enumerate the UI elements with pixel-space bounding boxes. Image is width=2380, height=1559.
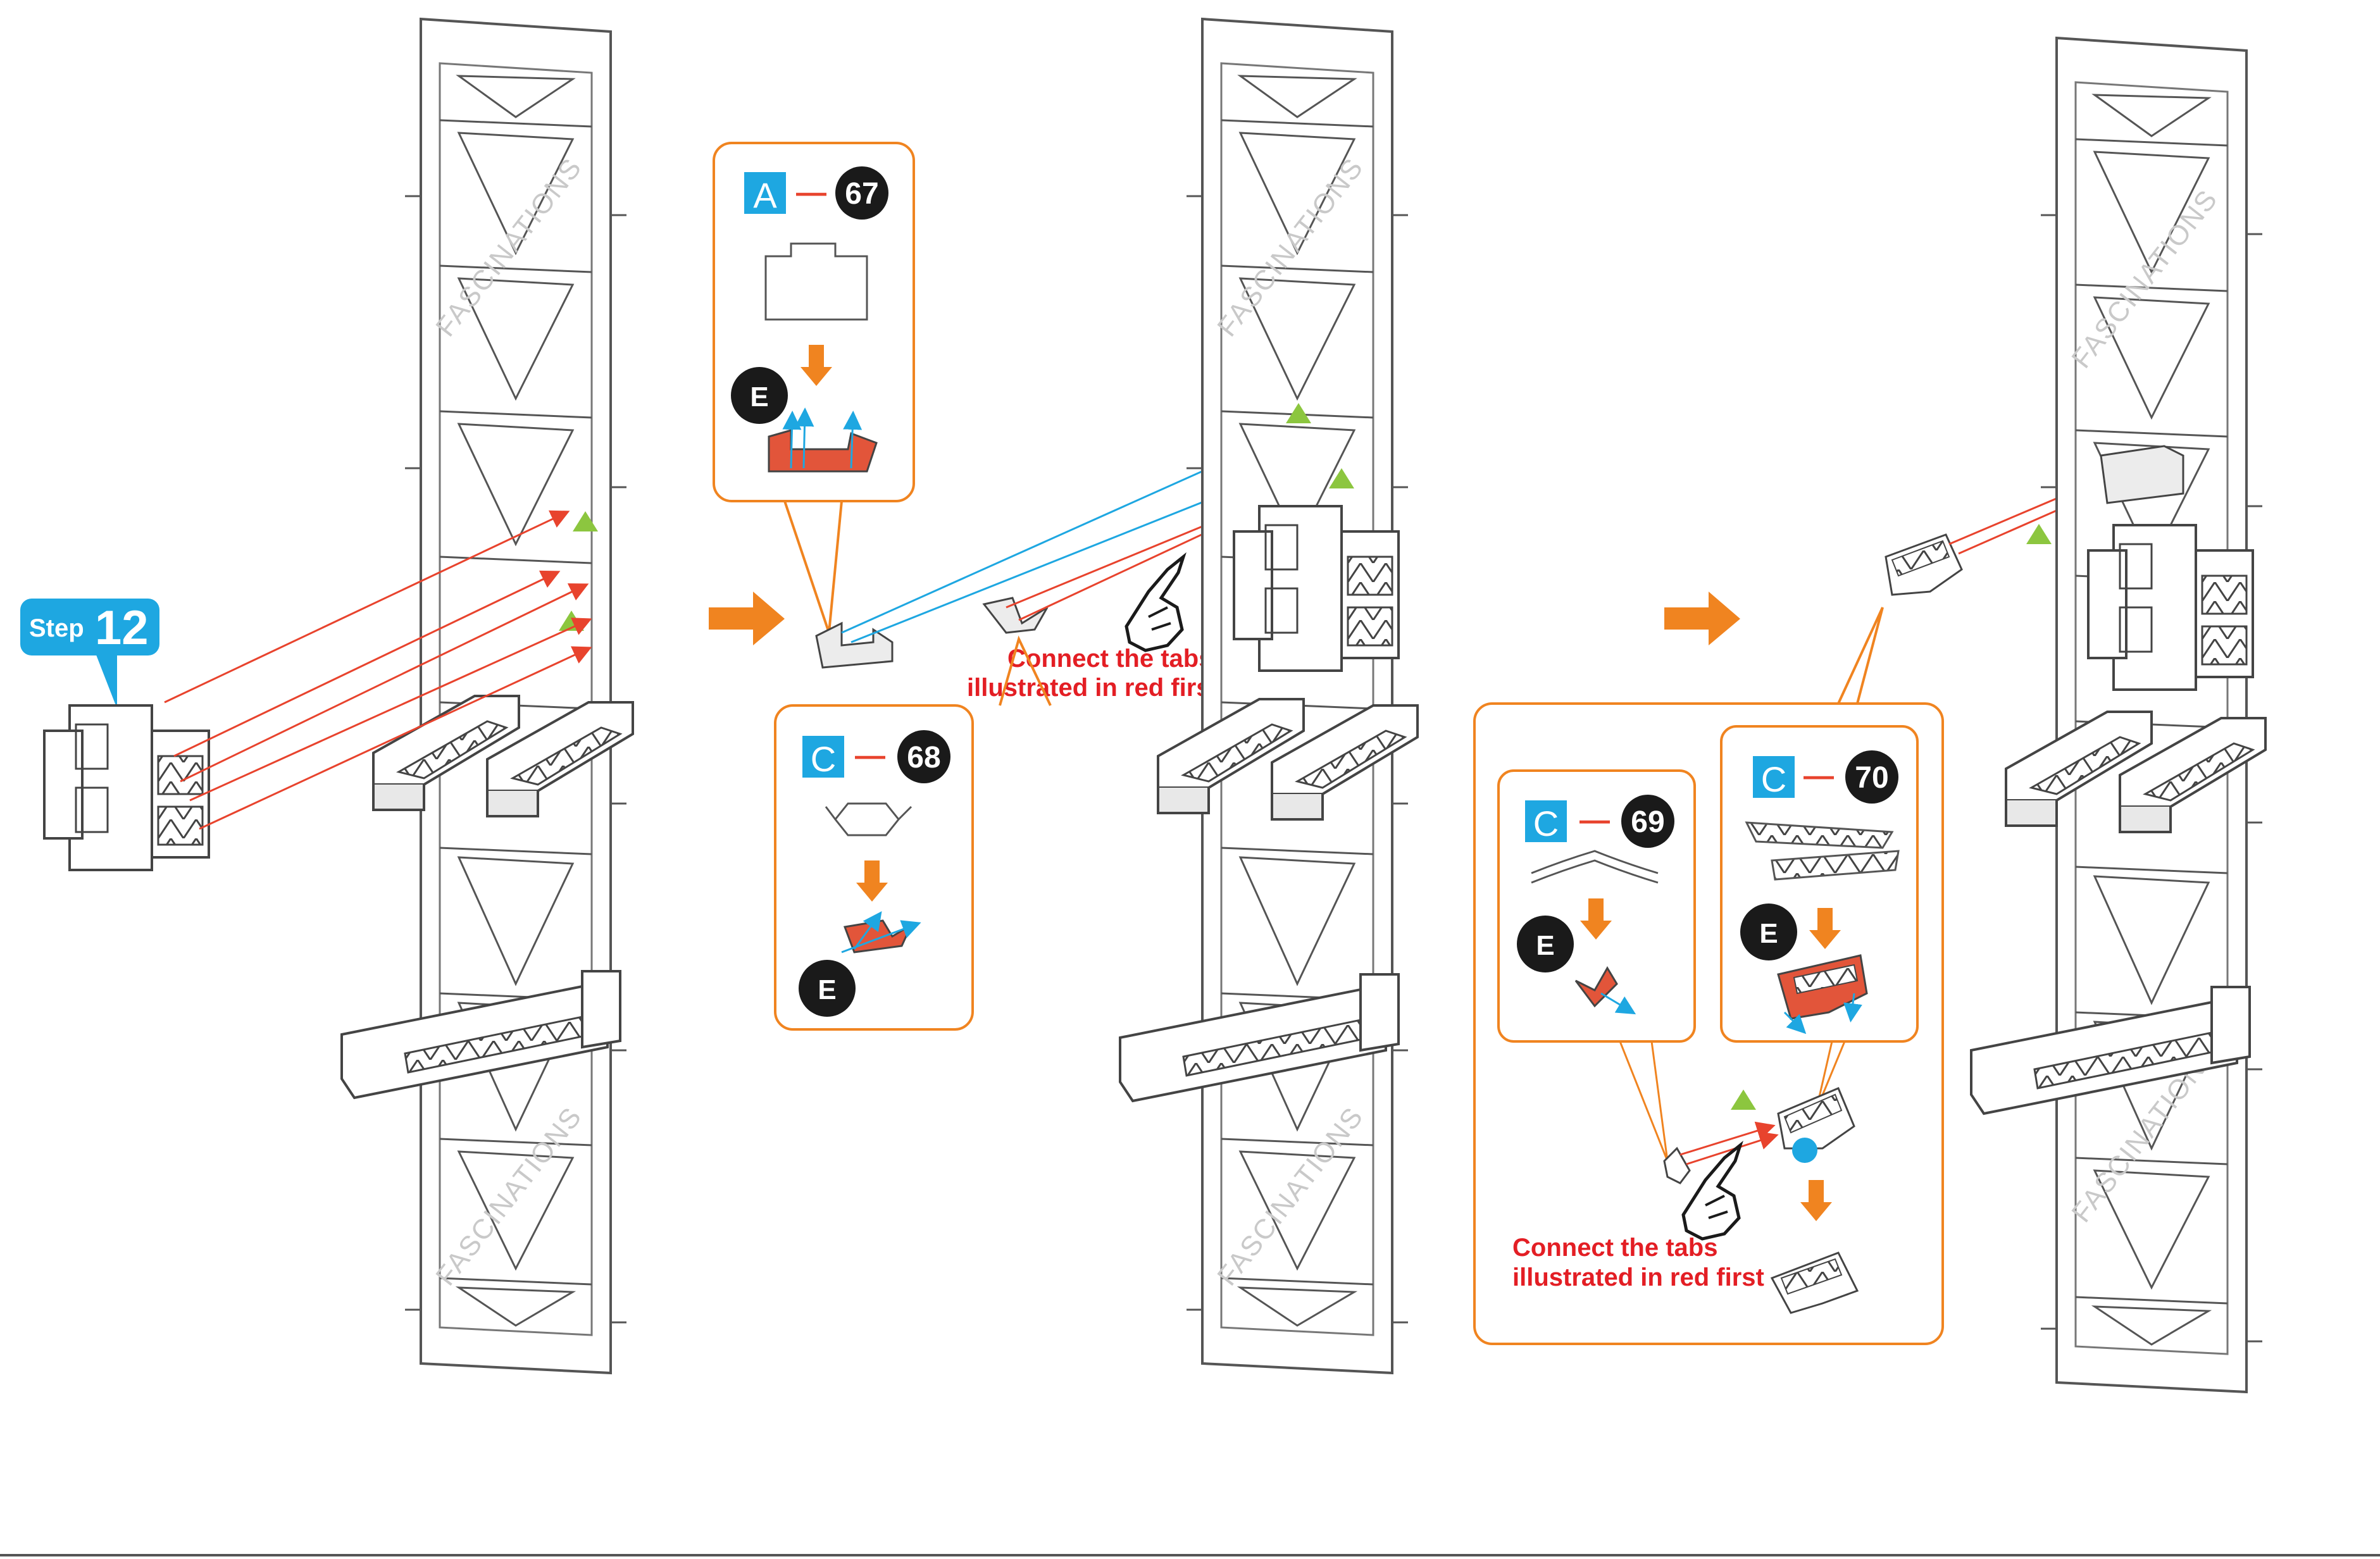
- badge-e-letter: E: [1536, 930, 1554, 961]
- guide-lines-red-1: [164, 510, 592, 830]
- note-line-1: Connect the tabs: [1007, 645, 1212, 673]
- guide-lines-red-4: [1679, 1121, 1779, 1165]
- sheet-letter: C: [1761, 759, 1786, 799]
- part-number-badge: [835, 166, 888, 220]
- part-flat-a67: [764, 242, 868, 321]
- step-word: Step: [29, 614, 84, 642]
- panel-2: A — 67 E: [713, 142, 1339, 1031]
- callout-c-70: C — 70 E: [1720, 725, 1919, 1043]
- sub-assembly-left: [43, 704, 210, 871]
- badge-e-letter: E: [818, 974, 836, 1005]
- pointing-hand-icon: [1125, 552, 1187, 652]
- note-line-2: illustrated in red first: [967, 674, 1219, 702]
- badge-e-letter: E: [1759, 918, 1778, 949]
- callout-c-68: C — 68 E: [774, 635, 1052, 1031]
- green-marker: [573, 511, 598, 531]
- badge-e: [731, 367, 788, 424]
- part-mounted-top: [2100, 445, 2184, 504]
- step-number: 12: [95, 601, 149, 655]
- callout-a-67: A — 67 E: [713, 142, 915, 633]
- down-arrow: [1800, 1202, 1832, 1221]
- part-number: 70: [1855, 761, 1888, 795]
- sheet-label-a: [744, 172, 786, 214]
- green-marker: [1731, 1090, 1756, 1110]
- sheet-letter: C: [1533, 804, 1559, 843]
- down-arrow: [1580, 921, 1612, 940]
- part-flat-c70-bottom: [1771, 850, 1900, 881]
- blue-dot-marker: [1792, 1138, 1817, 1163]
- down-arrow: [856, 883, 888, 902]
- down-arrow: [809, 345, 824, 367]
- sub-assembly-mounted: [2087, 524, 2254, 691]
- dash: —: [1804, 759, 1834, 793]
- part-number-badge: [1845, 750, 1898, 804]
- note-line-1: Connect the tabs: [1512, 1234, 1717, 1262]
- part-number: 68: [907, 741, 940, 774]
- green-marker: [1329, 468, 1354, 488]
- badge-e-letter: E: [750, 382, 768, 413]
- part-c69-assembled: [1663, 1146, 1691, 1184]
- step-badge: Step 12: [20, 599, 159, 709]
- sheet-letter: C: [811, 739, 836, 779]
- down-arrow: [1809, 930, 1841, 949]
- dash: —: [1579, 804, 1610, 837]
- pointing-hand-icon: [1681, 1140, 1743, 1241]
- part-number-badge: [1621, 795, 1674, 848]
- dash: —: [796, 176, 826, 209]
- note-line-2: illustrated in red first: [1512, 1264, 1764, 1291]
- part-folded-c69: [1574, 966, 1618, 1008]
- dash: —: [855, 739, 885, 773]
- part-number: 67: [845, 177, 878, 211]
- part-flat-c68: [825, 802, 913, 836]
- panel-1: FASCINATIONS FASCINATIONS Step 12: [20, 18, 634, 1374]
- next-arrow-1: [709, 592, 785, 645]
- part-number: 69: [1631, 805, 1664, 839]
- panel-4: C — 69 E C — 70: [1473, 37, 2267, 1393]
- next-arrow-2: [1664, 592, 1740, 645]
- sub-assembly-mounted: [1233, 505, 1400, 672]
- green-marker: [2026, 524, 2052, 544]
- part-number-badge: [897, 730, 950, 783]
- callout-c-69: C — 69 E: [1497, 769, 1696, 1043]
- part-flat-c70-top: [1745, 821, 1894, 849]
- panel-3: FASCINATIONS FASCINATIONS: [1119, 18, 1419, 1374]
- sheet-letter: A: [753, 175, 777, 215]
- green-marker: [1286, 403, 1311, 423]
- part-flat-c69: [1531, 850, 1659, 884]
